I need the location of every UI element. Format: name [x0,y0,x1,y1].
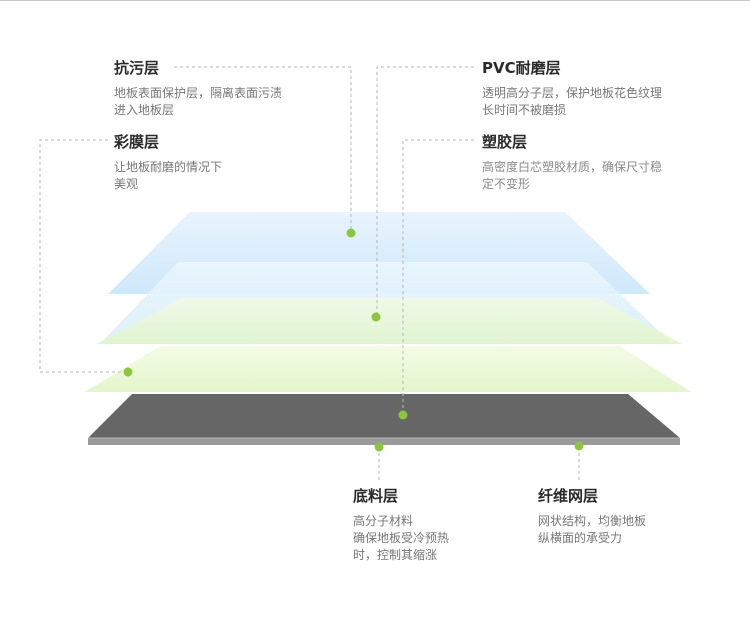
base-desc-line: 高分子材料 [353,514,414,528]
color-film-dot [123,367,133,377]
base-layer-edge [88,438,680,445]
pvc-dot [371,312,381,322]
fiber-mesh-desc: 网状结构，均衡地板 纵横面的承受力 [538,513,646,547]
base-label: 底料层 高分子材料 确保地板受冷预热 时，控制其缩涨 [353,486,449,564]
base-desc: 高分子材料 确保地板受冷预热 时，控制其缩涨 [353,513,449,564]
pvc-label: PVC耐磨层 透明高分子层，保护地板花色纹理 长时间不被磨损 [482,58,662,119]
plastic-glue-leader [402,139,474,414]
antifouling-desc: 地板表面保护层，隔离表面污渍 进入地板层 [114,85,282,119]
plastic-glue-desc-line: 高密度白芯塑胶材质，确保尺寸稳 [482,160,663,174]
antifouling-desc-line: 进入地板层 [114,103,175,117]
base-dot [374,442,384,452]
base-desc-line: 时，控制其缩涨 [353,548,438,562]
plastic-glue-title: 塑胶层 [482,133,528,151]
fiber-mesh-label: 纤维网层 网状结构，均衡地板 纵横面的承受力 [538,486,646,547]
base-layer-sheet [88,394,680,438]
antifouling-dot [346,228,356,238]
pvc-leader [376,66,474,316]
color-film-desc: 让地板耐磨的情况下 美观 [114,159,222,193]
plastic-glue-dot [398,410,408,420]
color-film-desc-line: 让地板耐磨的情况下 [114,160,223,174]
antifouling-title: 抗污层 [114,59,160,77]
color-film-desc-line: 美观 [114,177,139,191]
antifouling-label: 抗污层 地板表面保护层，隔离表面污渍 进入地板层 [114,58,282,119]
fiber-mesh-desc-line: 网状结构，均衡地板 [538,514,647,528]
plastic-glue-desc-line: 定不变形 [482,177,531,191]
pvc-desc: 透明高分子层，保护地板花色纹理 长时间不被磨损 [482,85,662,119]
antifouling-desc-line: 地板表面保护层，隔离表面污渍 [114,86,283,100]
color-film-label: 彩膜层 让地板耐磨的情况下 美观 [114,132,222,193]
fiber-mesh-dot [574,441,584,451]
plastic-glue-label: 塑胶层 高密度白芯塑胶材质，确保尺寸稳 定不变形 [482,132,662,193]
base-title: 底料层 [353,487,399,505]
pvc-desc-line: 长时间不被磨损 [482,103,567,117]
color-film-title: 彩膜层 [114,133,160,151]
pvc-desc-line: 透明高分子层，保护地板花色纹理 [482,86,663,100]
base-desc-line: 确保地板受冷预热 [353,531,450,545]
fiber-mesh-title: 纤维网层 [538,487,599,505]
color-film-leader [39,139,128,373]
color-film-layer-sheet [85,346,691,392]
top-divider [0,0,750,1]
plastic-glue-desc: 高密度白芯塑胶材质，确保尺寸稳 定不变形 [482,159,662,193]
fiber-mesh-desc-line: 纵横面的承受力 [538,531,623,545]
pvc-title: PVC耐磨层 [482,59,561,77]
plastic-glue-layer-sheet [96,298,682,344]
antifouling-leader [174,66,352,232]
